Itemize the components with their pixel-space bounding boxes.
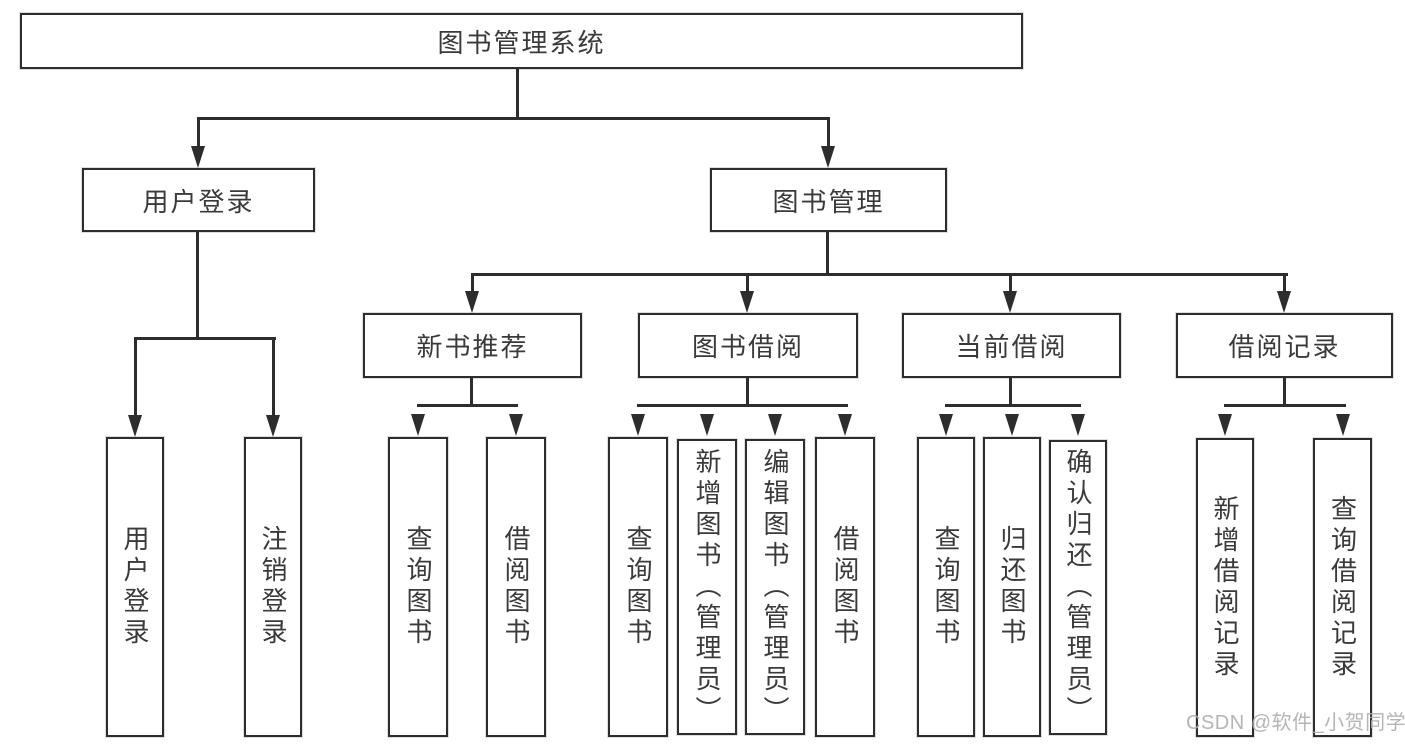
connector-line <box>196 231 199 340</box>
connector-line <box>746 273 749 295</box>
node-book-management: 图书管理 <box>710 168 947 232</box>
connector-line <box>1224 404 1346 407</box>
node-new-book-recommendation: 新书推荐 <box>363 313 582 378</box>
leaf-query-books-borrow: 查询图书 <box>608 437 668 737</box>
connector-line <box>417 404 518 407</box>
connector-line <box>470 377 473 407</box>
arrowhead-down-icon <box>266 415 280 437</box>
leaf-query-borrow-record: 查询借阅记录 <box>1313 438 1372 737</box>
leaf-borrow-books-recommend: 借阅图书 <box>486 437 546 737</box>
arrowhead-down-icon <box>509 414 523 436</box>
leaf-return-books: 归还图书 <box>983 437 1041 737</box>
connector-line <box>1009 377 1012 407</box>
connector-line <box>197 117 200 149</box>
leaf-add-books-admin: 新增图书（管理员） <box>677 439 737 735</box>
arrowhead-down-icon <box>821 146 835 168</box>
node-borrowing-records: 借阅记录 <box>1176 313 1393 378</box>
node-book-borrowing: 图书借阅 <box>638 313 858 378</box>
arrowhead-down-icon <box>740 291 754 313</box>
connector-line <box>827 117 830 149</box>
arrowhead-down-icon <box>1277 291 1291 313</box>
arrowhead-down-icon <box>465 291 479 313</box>
arrowhead-down-icon <box>939 414 953 436</box>
node-current-borrowing: 当前借阅 <box>902 313 1121 378</box>
arrowhead-down-icon <box>631 414 645 436</box>
connector-line <box>471 273 474 295</box>
connector-line <box>272 337 275 417</box>
connector-line <box>516 68 519 118</box>
connector-line <box>134 337 276 340</box>
arrowhead-down-icon <box>1336 414 1350 436</box>
arrowhead-down-icon <box>1218 414 1232 436</box>
connector-line <box>826 231 829 275</box>
connector-line <box>134 337 137 417</box>
csdn-watermark: CSDN @软件_小贺同学 <box>1186 712 1405 734</box>
connector-line <box>1283 273 1286 295</box>
leaf-logout: 注销登录 <box>244 437 302 737</box>
leaf-borrow-books: 借阅图书 <box>815 437 875 737</box>
leaf-confirm-return-admin: 确认归还（管理员） <box>1049 440 1107 735</box>
connector-line <box>197 117 830 120</box>
arrowhead-down-icon <box>700 414 714 436</box>
node-user-login: 用户登录 <box>82 168 315 232</box>
connector-line <box>1009 273 1012 295</box>
leaf-query-books-recommend: 查询图书 <box>388 437 448 737</box>
connector-line <box>945 404 1081 407</box>
connector-line <box>637 404 848 407</box>
connector-line <box>1283 377 1286 407</box>
leaf-edit-books-admin: 编辑图书（管理员） <box>745 439 805 735</box>
arrowhead-down-icon <box>411 414 425 436</box>
connector-line <box>471 273 1288 276</box>
arrowhead-down-icon <box>191 146 205 168</box>
leaf-add-borrow-record: 新增借阅记录 <box>1196 438 1254 737</box>
arrowhead-down-icon <box>838 414 852 436</box>
arrowhead-down-icon <box>1005 414 1019 436</box>
connector-line <box>746 377 749 407</box>
arrowhead-down-icon <box>1003 291 1017 313</box>
node-library-management-system: 图书管理系统 <box>20 13 1023 69</box>
arrowhead-down-icon <box>768 414 782 436</box>
leaf-query-books-current: 查询图书 <box>917 437 975 737</box>
arrowhead-down-icon <box>128 415 142 437</box>
arrowhead-down-icon <box>1071 414 1085 436</box>
leaf-user-login: 用户登录 <box>106 437 164 737</box>
